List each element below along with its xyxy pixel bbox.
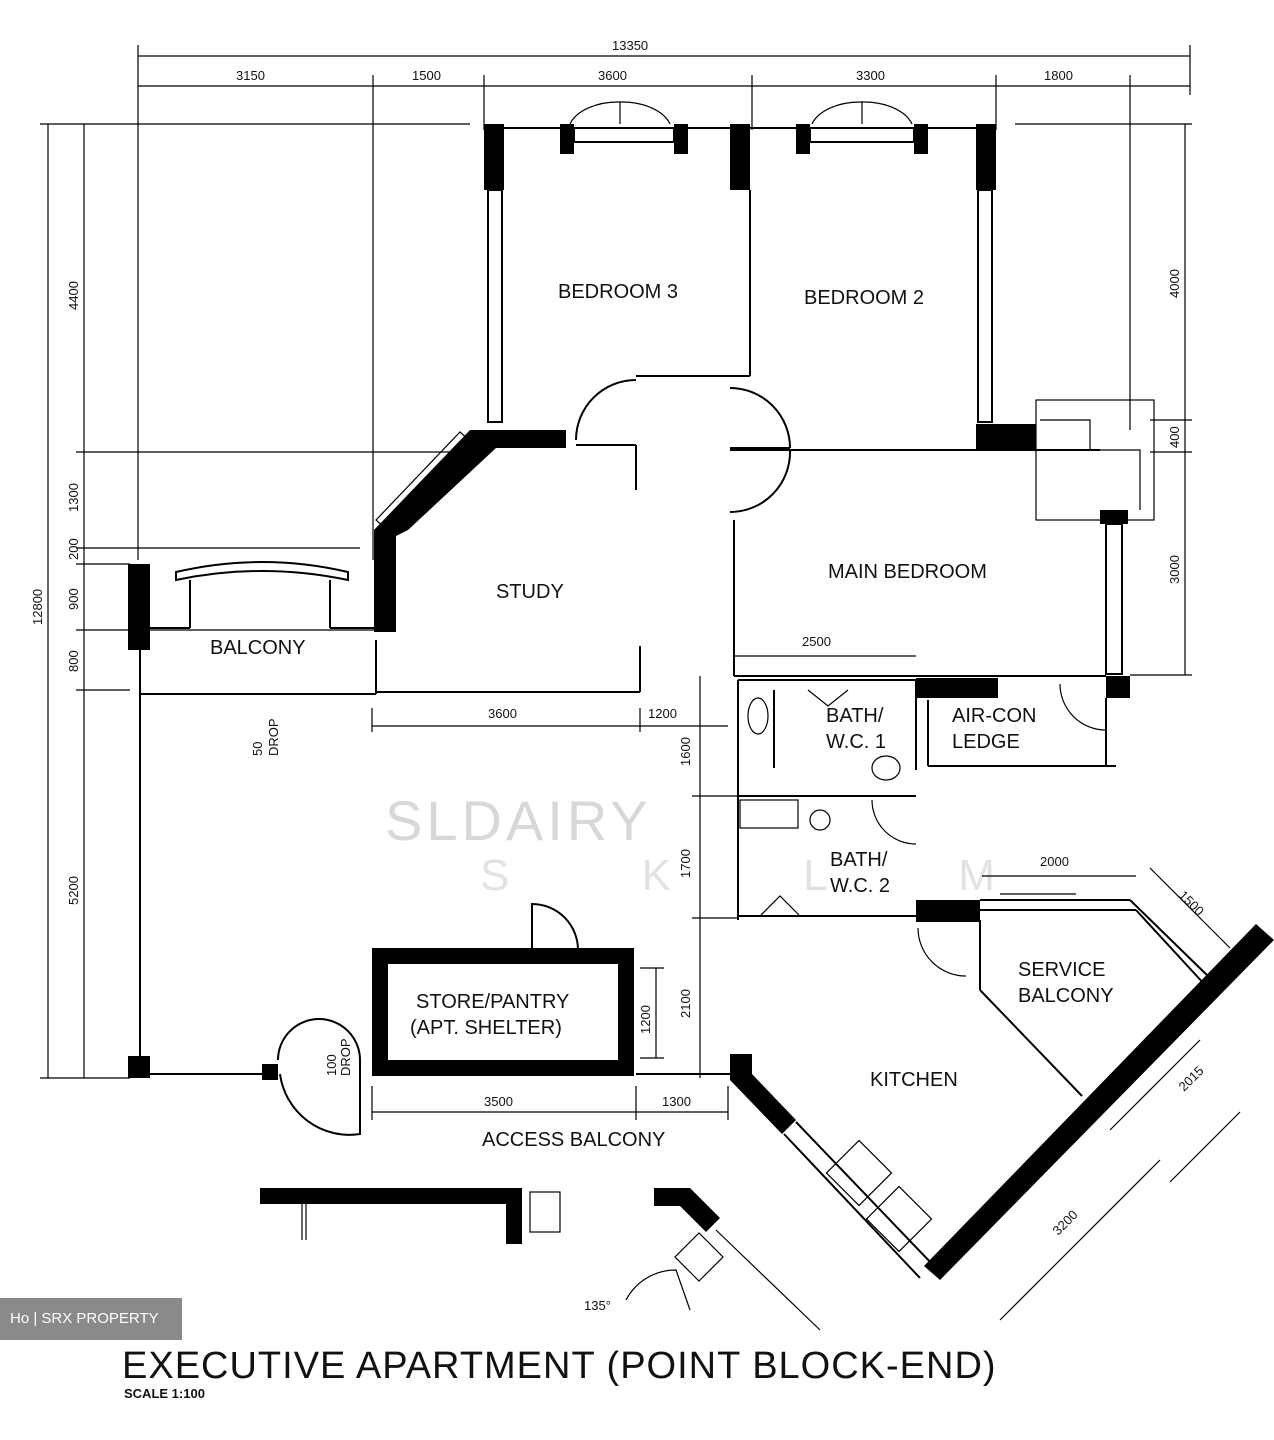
bath-walls [737, 678, 1116, 920]
dim-top-5: 1800 [1044, 68, 1073, 83]
srx-badge: Ho | SRX PROPERTY [0, 1298, 182, 1340]
dim-left-overall: 12800 [30, 589, 45, 625]
dim-left-4: 900 [66, 588, 81, 610]
dim-overall-width: 13350 [612, 38, 648, 53]
room-main-bedroom: MAIN BEDROOM [828, 561, 987, 583]
kitchen-walls [636, 1054, 935, 1279]
room-access-balcony: ACCESS BALCONY [482, 1129, 665, 1151]
room-service-a: SERVICE [1018, 959, 1105, 981]
room-bath-2-a: BATH/ [830, 849, 888, 871]
dim-main-bed-inner: 2500 [802, 634, 831, 649]
room-aircon-a: AIR-CON [952, 705, 1036, 727]
plan-title: EXECUTIVE APARTMENT (POINT BLOCK-END) [122, 1345, 997, 1387]
dim-diagonal-2015: 2015 [1176, 1063, 1207, 1094]
corridor-walls [260, 1188, 821, 1331]
room-bedroom-2: BEDROOM 2 [804, 287, 924, 309]
dim-right-1: 4000 [1167, 269, 1182, 298]
entrance-walls [150, 1018, 729, 1136]
bedrooms-walls [484, 101, 996, 423]
dim-right-2: 400 [1167, 426, 1182, 448]
dim-right-3: 3000 [1167, 555, 1182, 584]
drop-100-label: DROP [338, 1038, 353, 1076]
watermark-text-2: S K L M [480, 851, 1055, 900]
dim-diagonal-1500: 1500 [1176, 888, 1207, 919]
dim-top-4: 3300 [856, 68, 885, 83]
drop-50-value: 50 [250, 742, 265, 756]
dim-access-1: 3500 [484, 1094, 513, 1109]
dim-angle: 135° [584, 1298, 611, 1313]
study-walls [374, 379, 792, 694]
right-dimensions [1015, 123, 1192, 676]
balcony-walls [128, 561, 376, 1078]
drop-100-value: 100 [324, 1054, 339, 1076]
dim-left-1: 4400 [66, 281, 81, 310]
dim-study-bottom: 3600 [488, 706, 517, 721]
dim-store-height: 1200 [638, 1005, 653, 1034]
top-dimensions [137, 45, 1191, 560]
dim-bath1-height: 1600 [678, 737, 693, 766]
store-pantry-walls [372, 902, 664, 1076]
room-bath-1-a: BATH/ [826, 705, 884, 727]
room-balcony: BALCONY [210, 637, 306, 659]
dim-service-width: 2000 [1040, 854, 1069, 869]
dim-diagonal-3200: 3200 [1050, 1207, 1081, 1238]
room-bedroom-3: BEDROOM 3 [558, 281, 678, 303]
dim-left-6: 5200 [66, 876, 81, 905]
room-bath-2-b: W.C. 2 [830, 875, 890, 897]
drop-50-label: DROP [266, 718, 281, 756]
plan-scale: SCALE 1:100 [124, 1386, 205, 1401]
dim-study-bottom-2: 1200 [648, 706, 677, 721]
left-dimensions [40, 123, 480, 1079]
dim-kitchen-height: 2100 [678, 989, 693, 1018]
dim-access-2: 1300 [662, 1094, 691, 1109]
dim-left-2: 1300 [66, 483, 81, 512]
main-bedroom-walls [730, 399, 1155, 698]
dim-left-3: 200 [66, 538, 81, 560]
room-store-a: STORE/PANTRY [416, 991, 569, 1013]
service-balcony-walls [916, 867, 1231, 1097]
room-bath-1-b: W.C. 1 [826, 731, 886, 753]
watermark-text: SLDAIRY [385, 789, 652, 852]
room-kitchen: KITCHEN [870, 1069, 958, 1091]
room-store-b: (APT. SHELTER) [410, 1017, 562, 1039]
diagonal-wall [924, 924, 1274, 1321]
dim-top-3: 3600 [598, 68, 627, 83]
room-study: STUDY [496, 581, 564, 603]
room-aircon-b: LEDGE [952, 731, 1020, 753]
dim-top-1: 3150 [236, 68, 265, 83]
dim-bath2-height: 1700 [678, 849, 693, 878]
room-service-b: BALCONY [1018, 985, 1114, 1007]
dim-left-5: 800 [66, 650, 81, 672]
dim-top-2: 1500 [412, 68, 441, 83]
